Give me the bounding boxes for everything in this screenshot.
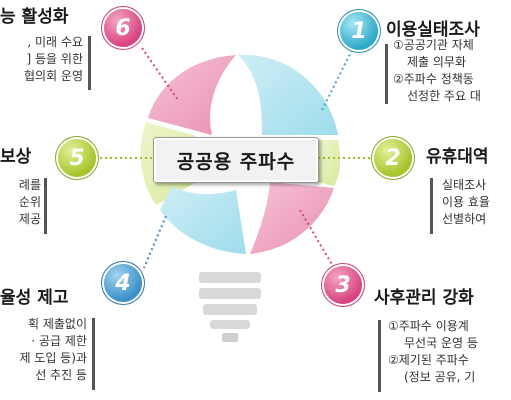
- item-1-line: 제출 의무화: [407, 55, 467, 69]
- item-4-line: · 공급 제한: [31, 334, 87, 348]
- bulb-base-1: [199, 272, 261, 283]
- petal-cyan-bottomleft: [160, 186, 246, 254]
- item-4-line: 제 도입 등)과: [19, 351, 87, 365]
- badge-4: 4: [104, 264, 142, 302]
- item-4-text: 획 제출없이 · 공급 제한 제 도입 등)과 선 추진 등: [19, 316, 87, 384]
- item-3-line: ①주파수 이용계: [388, 319, 469, 333]
- petal-cyan-topright: [238, 54, 338, 135]
- badge-1: 1: [340, 12, 378, 50]
- item-4-title: 율성 제고: [0, 288, 69, 308]
- connector-3: [299, 209, 335, 269]
- item-3-title: 사후관리 강화: [374, 288, 474, 308]
- connector-4: [143, 215, 167, 269]
- item-5-text: 례를 순위 제공: [19, 177, 41, 228]
- item-6-bar: [88, 36, 91, 90]
- item-6-line: 협의회 운영: [23, 69, 83, 83]
- item-3-line: (정보 공유, 기: [404, 370, 476, 384]
- petal-pink-top: [148, 55, 236, 135]
- petal-green-right: [318, 140, 341, 186]
- badge-3: 3: [324, 266, 362, 304]
- item-4-bar: [92, 318, 95, 390]
- item-2-line: 실태조사: [442, 178, 487, 192]
- item-3-bar: [378, 320, 381, 392]
- item-1-title: 이용실태조사: [386, 20, 480, 40]
- item-6-line: ] 등을 위한: [26, 52, 83, 66]
- item-4-line: 획 제출없이: [27, 317, 87, 331]
- bulb-base-tip: [222, 333, 238, 342]
- item-6-line: , 미래 수요: [27, 35, 83, 49]
- item-6-title: 능 활성화: [0, 7, 69, 27]
- bulb-base-3: [203, 304, 257, 315]
- bulb-base-4: [210, 320, 250, 329]
- badge-5: 5: [58, 139, 96, 177]
- item-1-line: ①공공기관 자체: [393, 38, 474, 52]
- connector-6: [141, 47, 179, 101]
- badge-2: 2: [374, 139, 412, 177]
- item-2-bar: [430, 178, 433, 234]
- item-5-title: 보상: [0, 147, 32, 167]
- item-3-text: ①주파수 이용계 무선국 운영 등 ②제기된 주파수 (정보 공유, 기: [388, 318, 478, 386]
- item-5-bar: [44, 178, 47, 234]
- item-1-line: 선정한 주요 대: [407, 89, 481, 103]
- item-4-line: 선 추진 등: [35, 368, 87, 382]
- item-5-line: 제공: [18, 212, 41, 226]
- item-2-title: 유휴대역: [426, 147, 489, 167]
- connector-1: [321, 49, 353, 111]
- bulb-base-2: [199, 288, 261, 299]
- item-5-line: 례를: [18, 178, 41, 192]
- item-5-line: 순위: [18, 195, 41, 209]
- item-2-text: 실태조사 이용 효율 선별하여: [442, 177, 490, 228]
- item-1-bar: [385, 44, 388, 104]
- item-6-text: , 미래 수요 ] 등을 위한 협의회 운영: [24, 34, 83, 85]
- item-3-line: ②제기된 주파수: [388, 353, 469, 367]
- item-3-line: 무선국 운영 등: [404, 336, 478, 350]
- petal-pink-bottomright: [250, 182, 334, 254]
- item-2-line: 선별하여: [442, 212, 487, 226]
- badge-6: 6: [104, 9, 142, 47]
- item-1-line: ②주파수 정책동: [393, 72, 474, 86]
- center-label: 공공용 주파수: [153, 137, 319, 183]
- item-2-line: 이용 효율: [442, 195, 490, 209]
- item-1-text: ①공공기관 자체 제출 의무화 ②주파수 정책동 선정한 주요 대: [393, 37, 481, 105]
